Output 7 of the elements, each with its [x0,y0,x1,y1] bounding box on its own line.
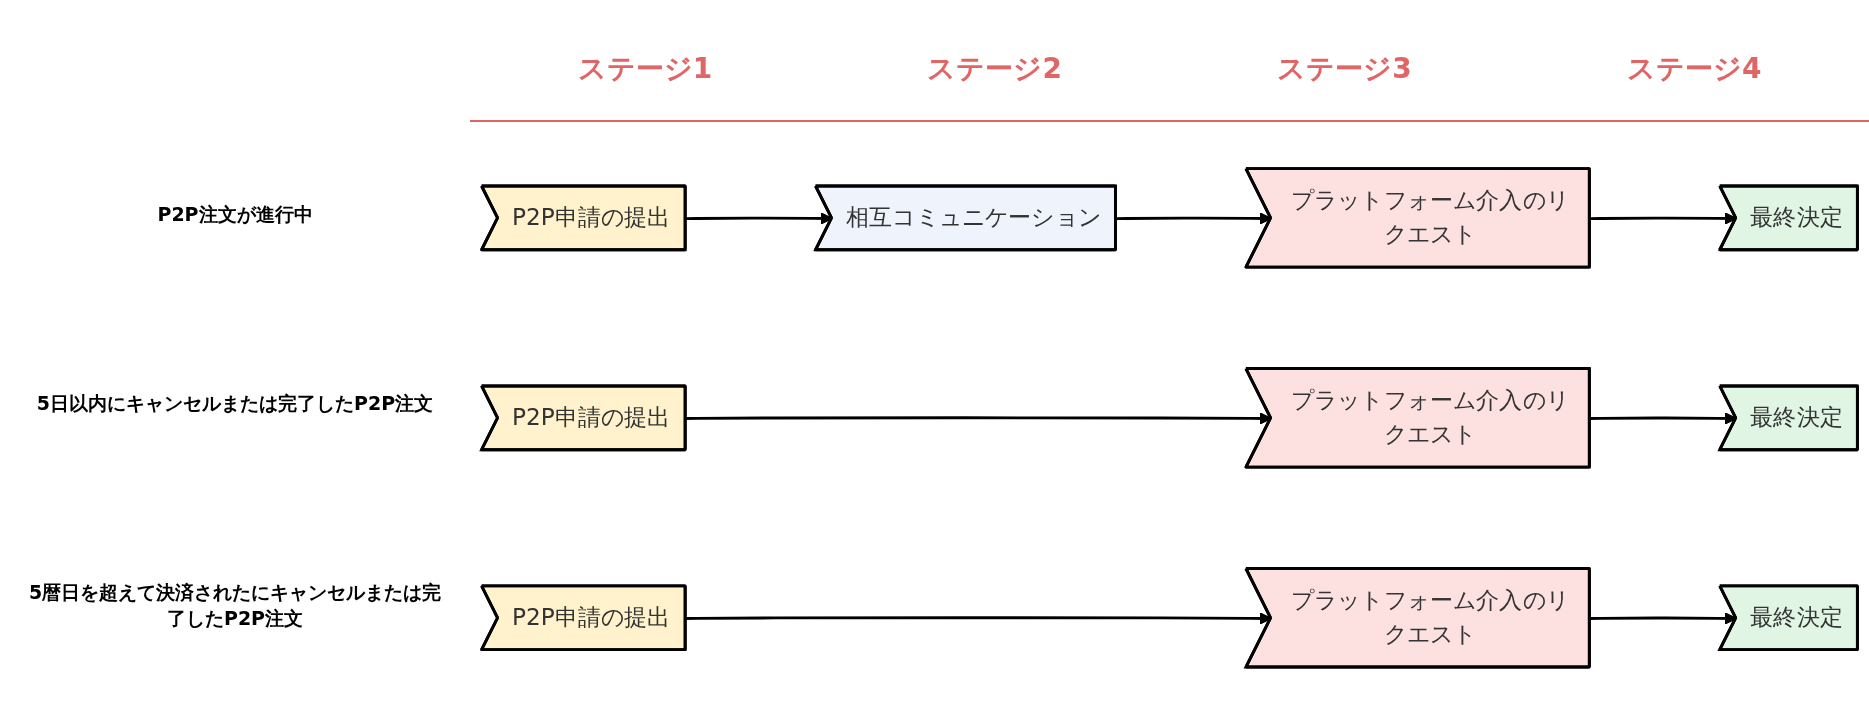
stage-heading: ステージ4 [1625,51,1763,87]
row-label: 5暦日を超えて決済されたにキャンセルまたは完了したP2P注文 [27,580,443,632]
row-label: P2P注文が進行中 [156,201,314,227]
stage-heading: ステージ2 [926,51,1063,87]
stage-heading: ステージ3 [1276,51,1413,87]
stage-heading: ステージ1 [576,51,714,87]
row-label: 5日以内にキャンセルまたは完了したP2P注文 [35,391,435,416]
